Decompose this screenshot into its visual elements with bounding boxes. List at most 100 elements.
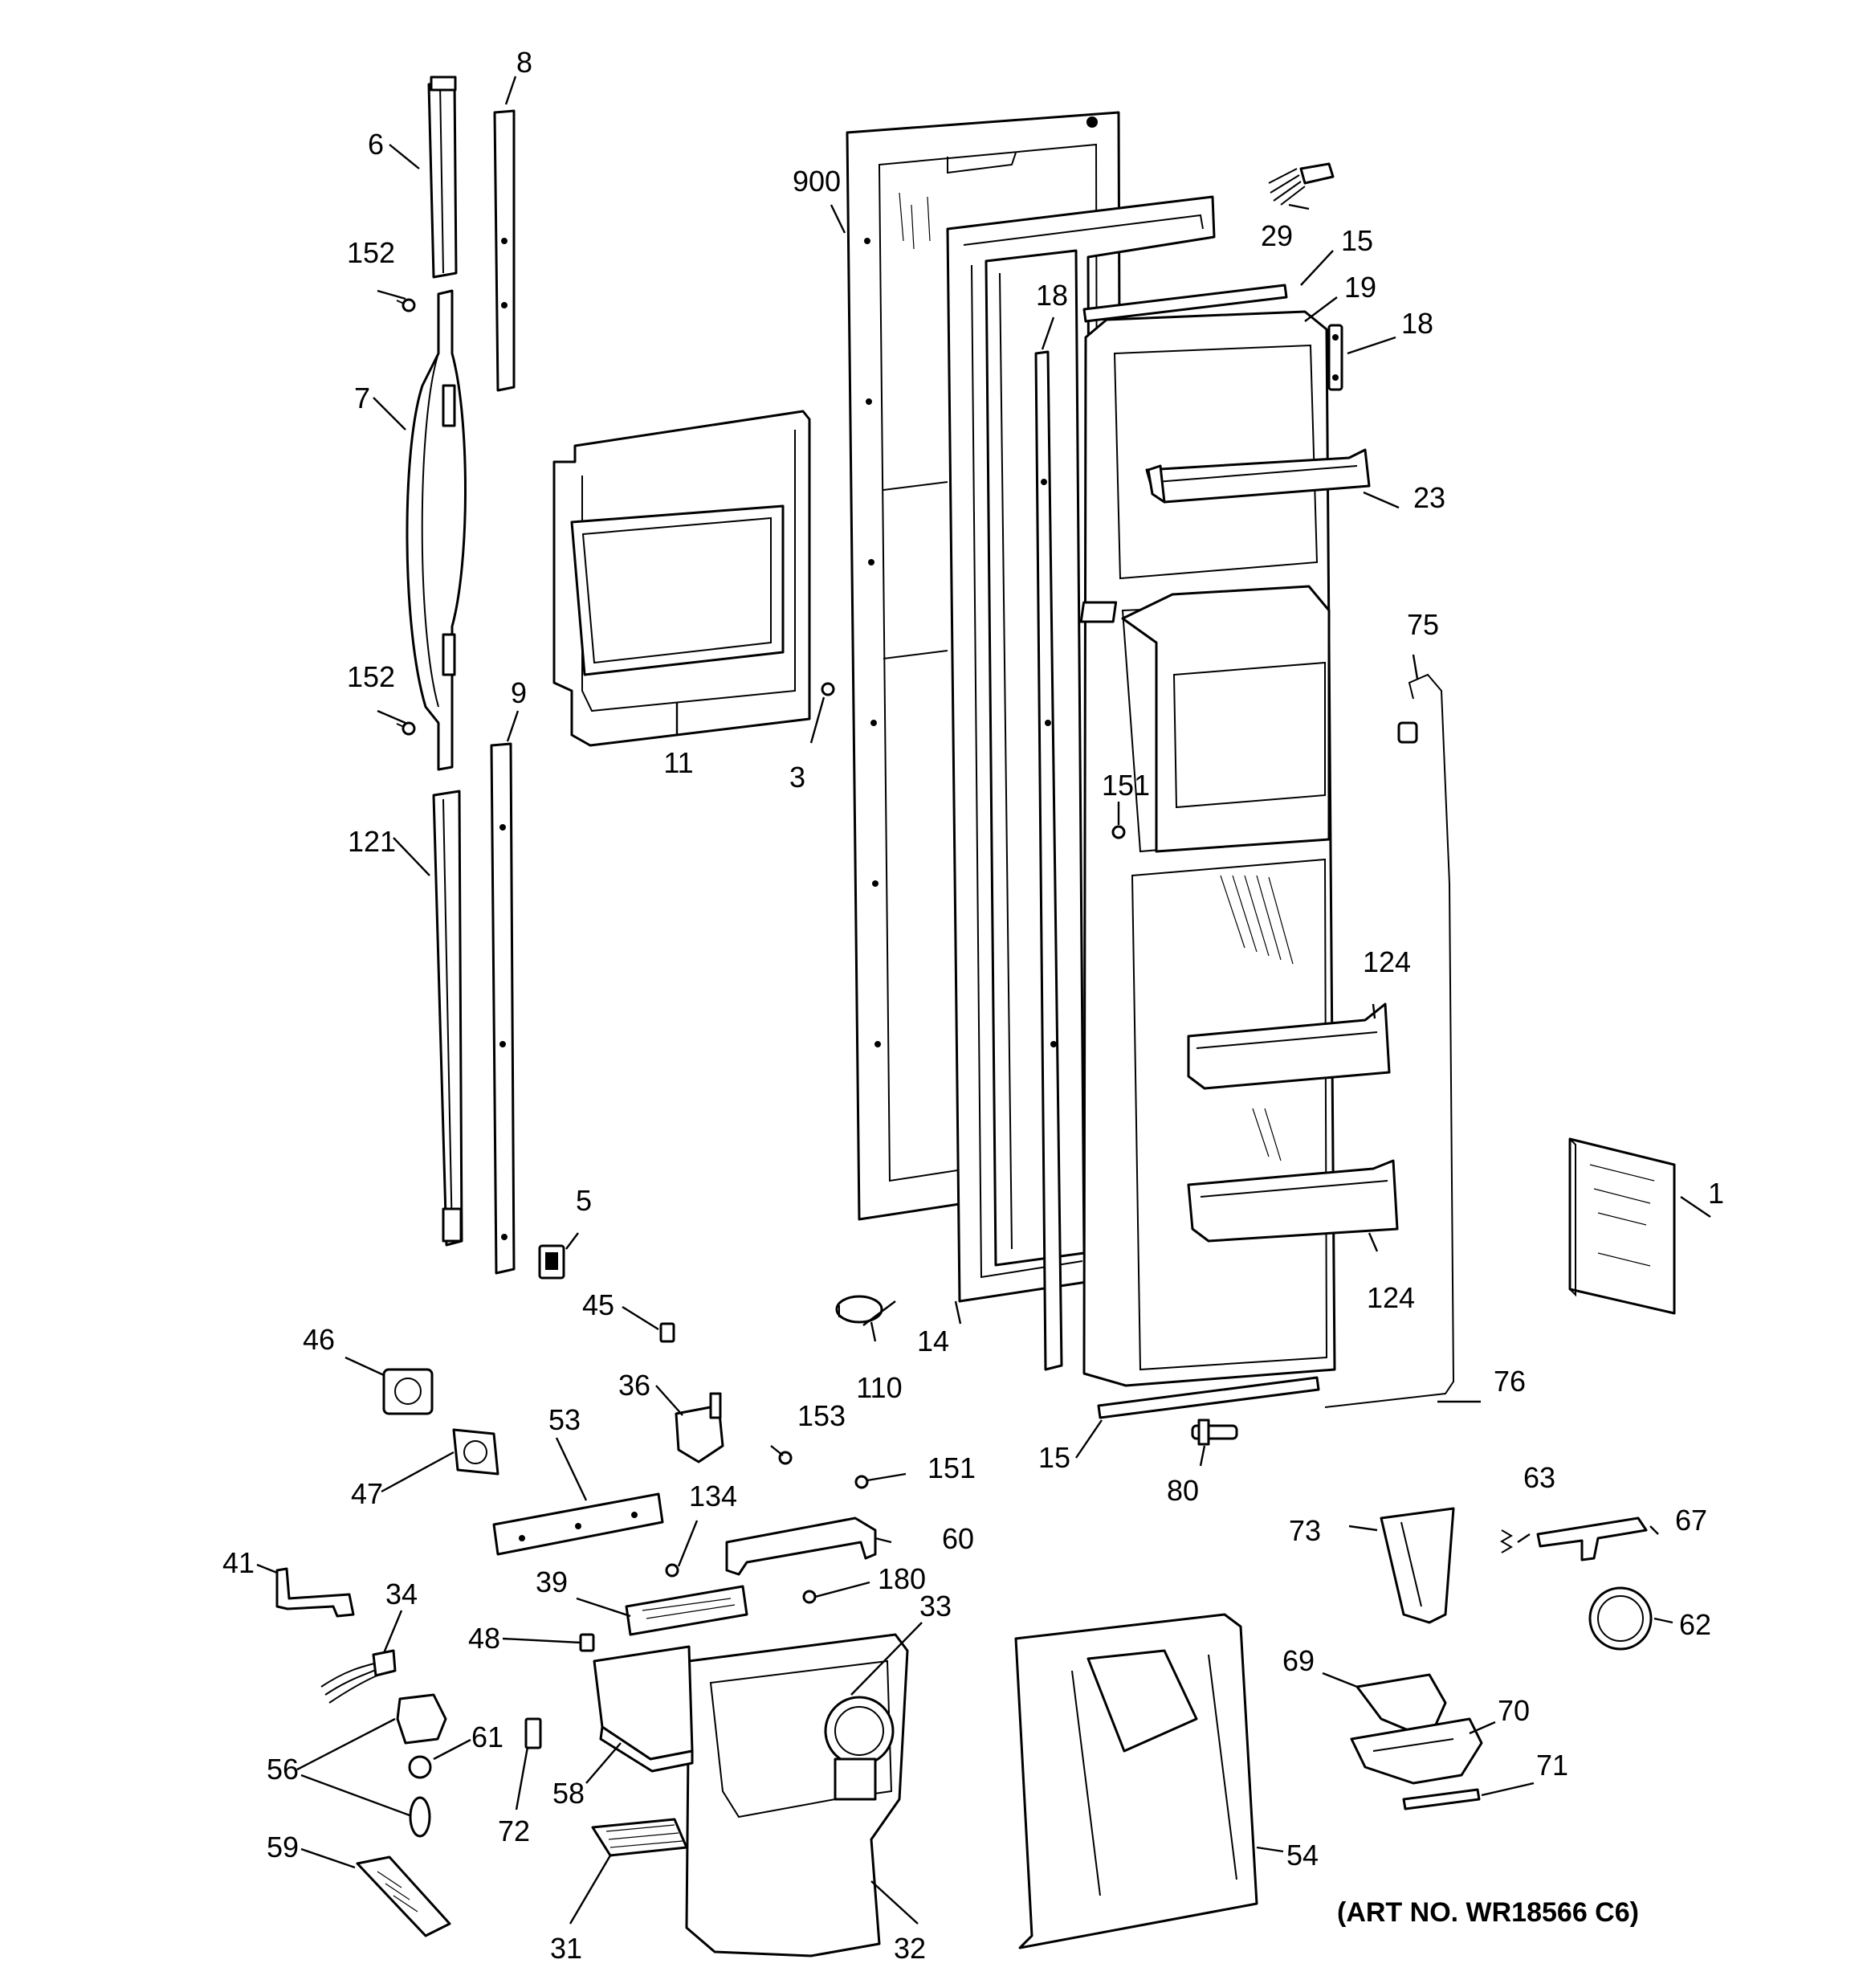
label-part-15-top: 15 <box>1341 224 1373 257</box>
label-part-5: 5 <box>576 1184 592 1217</box>
shelf-124-lower <box>1187 1159 1399 1243</box>
connector-72 <box>524 1717 542 1749</box>
label-part-80: 80 <box>1167 1474 1199 1507</box>
label-part-11: 11 <box>663 746 693 779</box>
bracket-41 <box>275 1567 355 1618</box>
label-part-124-lower: 124 <box>1367 1281 1415 1314</box>
label-part-33: 33 <box>919 1590 952 1623</box>
label-part-14: 14 <box>917 1325 949 1357</box>
label-part-76: 76 <box>1494 1365 1526 1398</box>
label-part-39: 39 <box>536 1565 568 1598</box>
shelf-124-upper <box>1187 1002 1391 1090</box>
liner-dispenser-housing <box>1079 585 1331 853</box>
label-part-124-upper: 124 <box>1363 945 1411 978</box>
drip-tray-31 <box>591 1818 688 1857</box>
fill-tube-73 <box>1380 1507 1455 1624</box>
label-part-34: 34 <box>385 1578 418 1610</box>
label-part-72: 72 <box>498 1815 530 1847</box>
label-part-7: 7 <box>354 382 370 414</box>
label-part-53: 53 <box>548 1403 581 1436</box>
housing-47 <box>452 1428 499 1476</box>
dispenser-recess-frame <box>552 410 811 747</box>
label-part-32: 32 <box>894 1932 926 1965</box>
panel-53 <box>492 1492 664 1556</box>
label-part-900: 900 <box>793 165 841 198</box>
lever-67 <box>1536 1517 1648 1561</box>
label-part-151-module: 151 <box>927 1451 976 1484</box>
handle-cap-top <box>427 76 458 279</box>
seal-71 <box>1402 1788 1481 1810</box>
label-part-134: 134 <box>689 1480 737 1512</box>
handle-trim-strip-bottom <box>490 742 516 1275</box>
label-part-3: 3 <box>789 761 805 794</box>
wire-harness-29 <box>1268 162 1335 206</box>
light-switch-46 <box>382 1368 434 1415</box>
label-part-9: 9 <box>511 676 527 709</box>
clip-48 <box>579 1633 595 1652</box>
label-part-70: 70 <box>1498 1694 1530 1727</box>
light-socket-56 <box>396 1693 447 1745</box>
label-part-67: 67 <box>1675 1504 1707 1537</box>
label-part-36: 36 <box>618 1369 650 1402</box>
screw-3 <box>821 682 835 696</box>
label-part-151-liner: 151 <box>1102 769 1150 802</box>
connector-110 <box>835 1295 883 1324</box>
screw-151-liner <box>1111 825 1126 839</box>
label-part-47: 47 <box>351 1477 383 1510</box>
part-labels: 8 6 152 7 152 9 121 5 11 3 900 18 29 15 … <box>222 46 1724 1965</box>
label-part-45: 45 <box>582 1288 614 1321</box>
screw-180 <box>802 1590 817 1604</box>
label-part-54: 54 <box>1286 1839 1319 1872</box>
handle-trim-strip-top <box>493 109 516 392</box>
label-part-71: 71 <box>1536 1749 1568 1782</box>
circuit-board-39 <box>625 1585 748 1636</box>
trim-strip-15-top <box>1082 284 1288 323</box>
label-part-6: 6 <box>368 128 384 161</box>
switch-5 <box>538 1244 565 1280</box>
funnel-69 <box>1355 1673 1447 1741</box>
label-part-59: 59 <box>267 1831 299 1863</box>
clip-45 <box>659 1322 675 1343</box>
screw-151-module <box>854 1475 869 1489</box>
label-part-69: 69 <box>1282 1644 1315 1677</box>
label-part-152: 152 <box>347 660 395 693</box>
leader-lines <box>256 76 1711 1925</box>
label-part-110: 110 <box>856 1371 902 1404</box>
label-part-48: 48 <box>468 1622 500 1655</box>
label-part-19: 19 <box>1344 271 1376 304</box>
trim-strip-15-bottom <box>1097 1376 1320 1419</box>
dispenser-cover-54 <box>1014 1613 1258 1949</box>
handle-cap-bottom <box>432 790 463 1247</box>
label-part-62: 62 <box>1679 1608 1711 1641</box>
label-part-75: 75 <box>1407 608 1439 641</box>
label-part-180: 180 <box>878 1562 926 1595</box>
funnel-base-70 <box>1350 1717 1483 1785</box>
switch-36 <box>675 1392 724 1463</box>
label-part-121: 121 <box>348 825 396 858</box>
label-part-23: 23 <box>1413 481 1445 514</box>
label-part-8: 8 <box>516 46 532 79</box>
spring-63 <box>1500 1529 1513 1553</box>
label-part-60: 60 <box>942 1522 974 1555</box>
screw-134 <box>665 1563 679 1578</box>
label-part-18-right: 18 <box>1401 307 1433 340</box>
hinge-cover-18-right <box>1327 324 1343 391</box>
hinge-strip-18-left <box>1034 350 1063 1371</box>
owners-manual-1 <box>1568 1137 1676 1315</box>
paddle-59 <box>356 1855 451 1937</box>
wire-harness-34 <box>320 1649 397 1704</box>
label-part-46: 46 <box>303 1323 335 1356</box>
door-gasket-14 <box>946 195 1216 1303</box>
dispenser-housing-32 <box>685 1633 909 1957</box>
shelf-23 <box>1145 448 1371 504</box>
heater-wire-75-76 <box>1324 673 1455 1408</box>
label-part-41: 41 <box>222 1546 255 1579</box>
label-part-1: 1 <box>1708 1177 1724 1210</box>
label-part-61: 61 <box>471 1721 503 1753</box>
water-fitting-80 <box>1191 1419 1238 1446</box>
art-number: (ART NO. WR18566 C6) <box>1337 1897 1639 1928</box>
ring-62 <box>1588 1586 1653 1651</box>
control-board-58 <box>593 1645 694 1773</box>
actuator-60 <box>725 1517 877 1576</box>
